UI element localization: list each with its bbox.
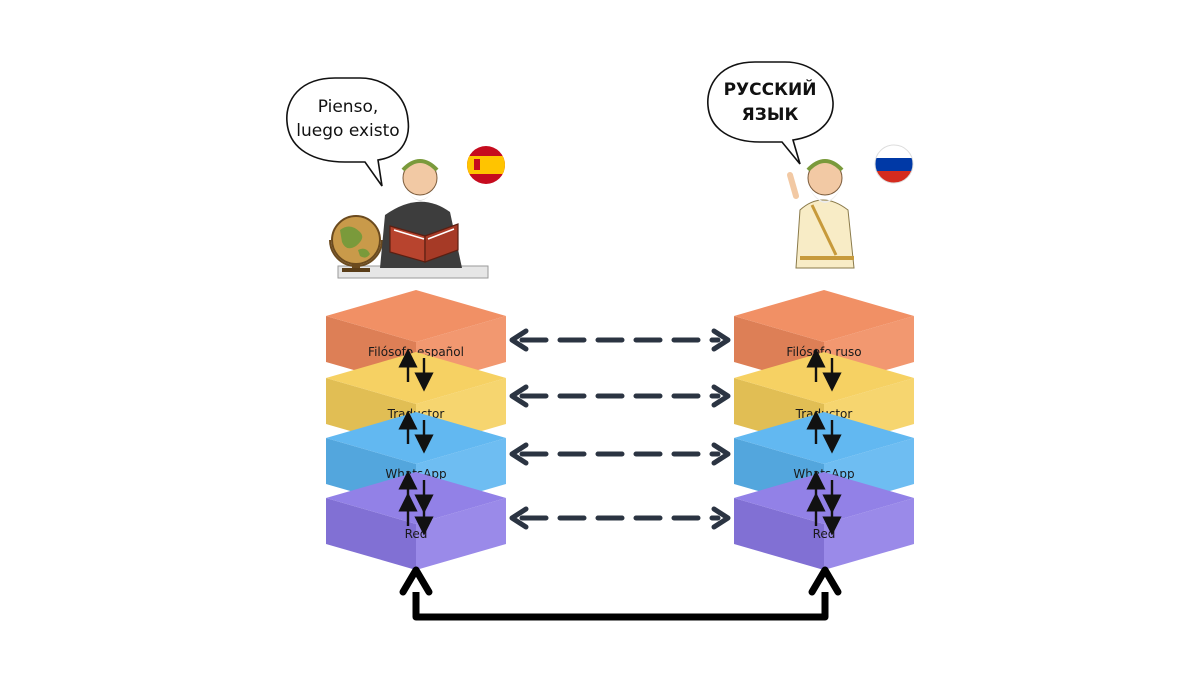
spain-flag-icon	[467, 146, 505, 184]
layer-right-face	[416, 498, 506, 570]
peer-arrow-3	[509, 506, 731, 530]
right-speech-line-2: ЯЗЫК	[742, 105, 799, 125]
layer-top-face	[326, 290, 506, 342]
left-speech-line-1: Pienso,	[318, 97, 379, 117]
left-protocol-stack: Filósofo españolTraductorWhatsAppRed	[326, 290, 506, 570]
peer-arrow-head-left	[509, 442, 529, 466]
peer-communication-arrows	[509, 328, 731, 530]
peer-arrow-head-right	[711, 328, 731, 352]
philosopher-toga-icon	[787, 159, 855, 269]
layer-label: Red	[813, 527, 836, 541]
peer-arrow-1	[509, 384, 731, 408]
layer-right-face	[824, 498, 914, 570]
peer-arrow-head-right	[711, 442, 731, 466]
philosopher-reading-icon	[329, 159, 489, 279]
right-speech-bubble: РУССКИЙ ЯЗЫК	[707, 61, 834, 165]
layer-left-face	[734, 498, 824, 570]
layer-top-face	[734, 290, 914, 342]
layer-label: Red	[405, 527, 428, 541]
right-speech-line-1: РУССКИЙ	[724, 78, 817, 100]
peer-arrow-head-left	[509, 506, 529, 530]
right-protocol-stack: Filósofo rusoTraductorWhatsAppRed	[734, 290, 914, 570]
physical-link-arrow	[399, 566, 842, 621]
left-speech-line-2: luego existo	[296, 121, 399, 141]
peer-arrow-head-right	[711, 384, 731, 408]
peer-arrow-2	[509, 442, 731, 466]
left-speech-bubble: Pienso, luego existo	[286, 77, 410, 187]
peer-arrow-head-right	[711, 506, 731, 530]
russia-flag-icon	[874, 144, 914, 184]
globe-icon	[329, 215, 383, 272]
peer-arrow-0	[509, 328, 731, 352]
peer-arrow-head-left	[509, 384, 529, 408]
layer-left-face	[326, 498, 416, 570]
peer-arrow-head-left	[509, 328, 529, 352]
